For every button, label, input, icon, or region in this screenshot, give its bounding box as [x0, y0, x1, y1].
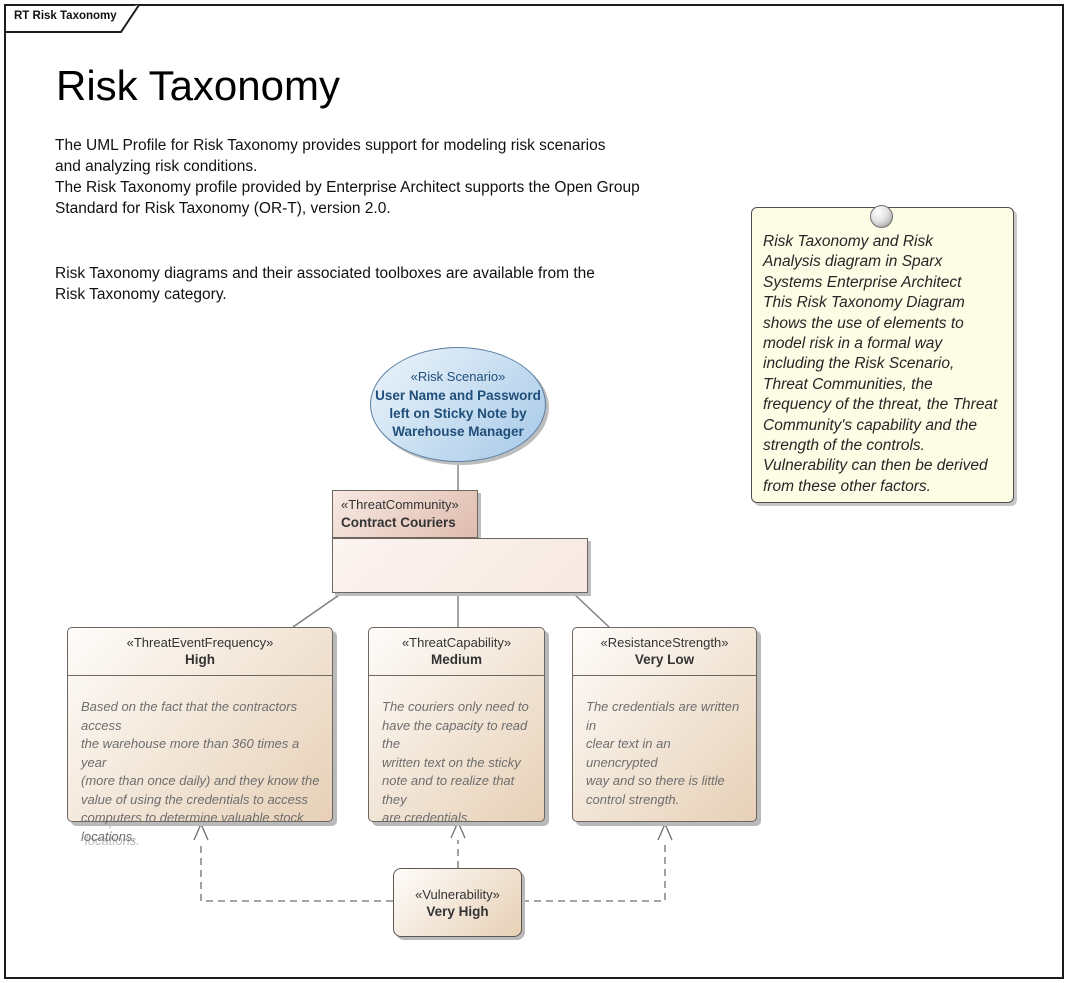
note-pin-icon [870, 205, 893, 228]
sticky-note[interactable]: Risk Taxonomy and Risk Analysis diagram … [751, 207, 1014, 503]
threat-capability-stereotype: «ThreatCapability» [401, 635, 512, 650]
dependency-arrowhead-icon [657, 822, 673, 841]
resistance-strength-header: «ResistanceStrength» Very Low [573, 628, 756, 676]
threat-event-frequency-description: Based on the fact that the contractors a… [81, 699, 320, 844]
threat-community-stereotype: «ThreatCommunity» [341, 497, 459, 512]
threat-capability-name: Medium [430, 652, 482, 667]
resistance-strength-description: The credentials are written in clear tex… [586, 699, 740, 807]
dependency-vulnerability-resistance [522, 842, 666, 902]
threat-capability-header: «ThreatCapability» Medium [369, 628, 544, 676]
threat-event-frequency-name: High [185, 652, 215, 667]
connector-community-frequency [292, 592, 343, 628]
threat-community-node[interactable]: «ThreatCommunity» Contract Couriers [332, 490, 478, 538]
intro-paragraph: The UML Profile for Risk Taxonomy provid… [55, 137, 640, 217]
page-title: Risk Taxonomy [56, 62, 340, 109]
vulnerability-stereotype: «Vulnerability» [415, 886, 500, 902]
diagram-frame-tab[interactable]: RT Risk Taxonomy [14, 10, 117, 22]
risk-scenario-stereotype: «Risk Scenario» [410, 368, 506, 384]
threat-community-compartment[interactable] [332, 538, 588, 593]
threat-capability-description: The couriers only need to have the capac… [382, 699, 529, 825]
resistance-strength-node[interactable]: «ResistanceStrength» Very Low The creden… [572, 627, 757, 822]
availability-paragraph: Risk Taxonomy diagrams and their associa… [55, 265, 595, 303]
threat-event-frequency-stereotype: «ThreatEventFrequency» [126, 635, 274, 650]
risk-scenario-name: User Name and Password left on Sticky No… [375, 387, 541, 439]
threat-event-frequency-node[interactable]: «ThreatEventFrequency» High Based on the… [67, 627, 333, 844]
threat-community-name: Contract Couriers [341, 515, 456, 530]
threat-capability-node[interactable]: «ThreatCapability» Medium The couriers o… [368, 627, 545, 825]
vulnerability-name: Very High [426, 903, 489, 919]
sticky-note-text: Risk Taxonomy and Risk Analysis diagram … [763, 233, 998, 495]
connector-community-resistance [572, 592, 610, 628]
resistance-strength-name: Very Low [634, 652, 695, 667]
resistance-strength-stereotype: «ResistanceStrength» [600, 635, 729, 650]
threat-event-frequency-header: «ThreatEventFrequency» High [68, 628, 332, 676]
risk-scenario-node[interactable]: «Risk Scenario» User Name and Password l… [370, 347, 546, 462]
dependency-vulnerability-frequency [200, 842, 393, 902]
vulnerability-node[interactable]: «Vulnerability» Very High [393, 868, 522, 937]
